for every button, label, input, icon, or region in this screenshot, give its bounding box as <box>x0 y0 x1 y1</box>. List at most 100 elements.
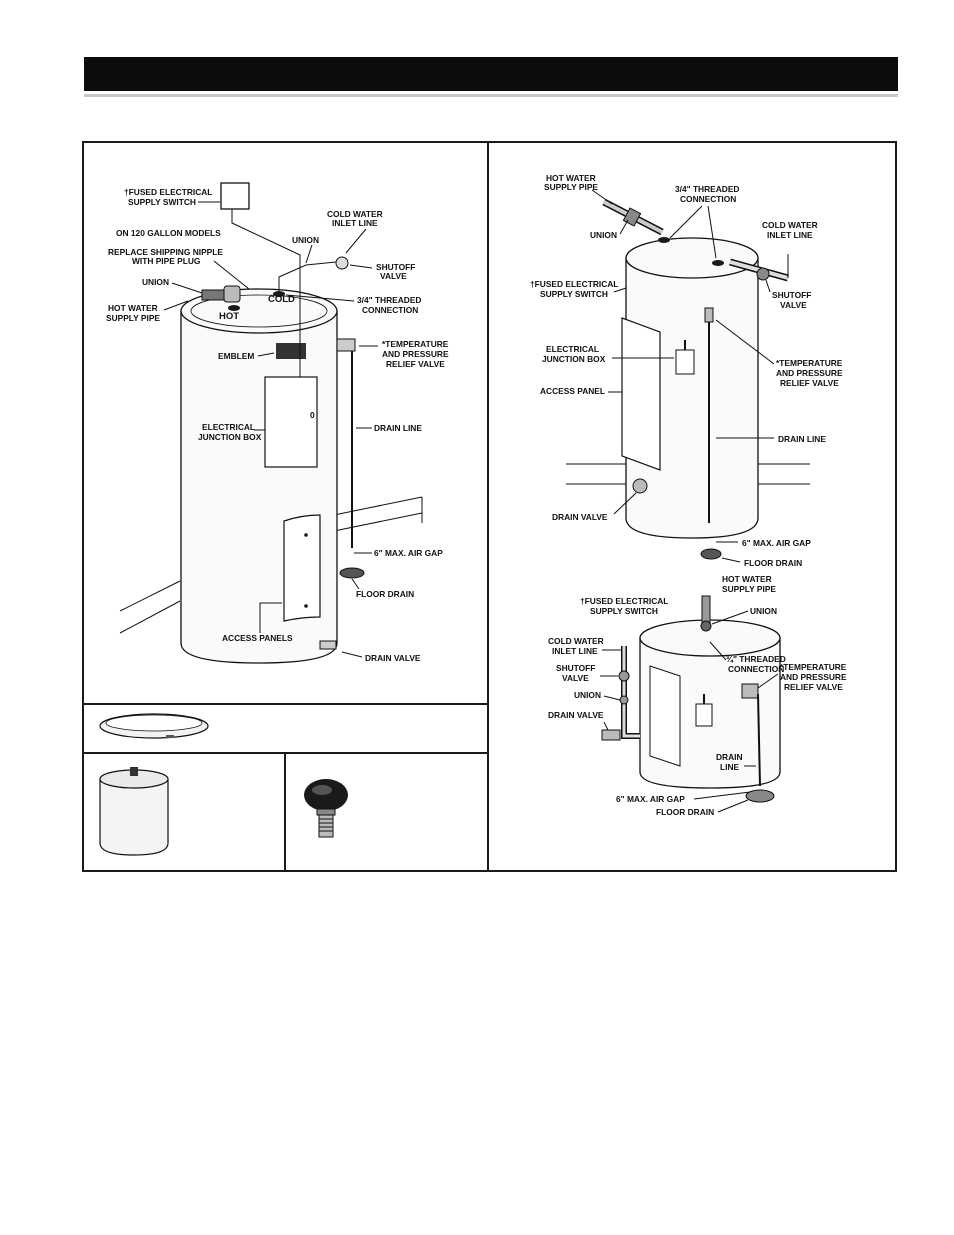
callout-label: SUPPLY PIPE <box>106 313 160 323</box>
left-junction-box <box>264 376 318 468</box>
callout-label: RELIEF VALVE <box>784 682 843 692</box>
callout-label: SUPPLY SWITCH <box>128 197 196 207</box>
figure-frame <box>82 141 897 872</box>
callout-label: VALVE <box>562 673 589 683</box>
callout-label: COLD <box>268 294 295 305</box>
left-tp-valve <box>336 338 356 352</box>
right-top-access-panel <box>621 317 661 471</box>
callout-label: †FUSED ELECTRICAL <box>580 596 668 606</box>
callout-label: AND PRESSURE <box>780 672 847 682</box>
callout-label: 6" MAX. AIR GAP <box>742 538 811 548</box>
callout-label: CONNECTION <box>680 194 736 204</box>
callout-label: FLOOR DRAIN <box>656 807 714 817</box>
callout-label: DRAIN VALVE <box>548 710 604 720</box>
callout-label: UNION <box>590 230 617 240</box>
frame-divider-accessory-top <box>82 703 488 705</box>
callout-label: CONNECTION <box>728 664 784 674</box>
callout-label: SUPPLY SWITCH <box>540 289 608 299</box>
callout-label: ACCESS PANELS <box>222 633 293 643</box>
callout-label: HOT WATER <box>546 173 596 183</box>
drain-pan-accessory <box>99 713 209 739</box>
callout-label: INLET LINE <box>332 218 378 228</box>
right-top-floor-drain <box>700 548 722 560</box>
callout-label: UNION <box>142 277 169 287</box>
callout-label: HOT <box>219 311 239 322</box>
callout-label: UNION <box>574 690 601 700</box>
callout-label: SHUTOFF <box>772 290 811 300</box>
left-drain-valve <box>319 640 337 650</box>
callout-label: DRAIN VALVE <box>552 512 608 522</box>
callout-label: SHUTOFF <box>556 663 595 673</box>
left-fused-switch <box>220 182 250 210</box>
callout-label: AND PRESSURE <box>382 349 449 359</box>
callout-label: VALVE <box>380 271 407 281</box>
callout-label: *TEMPERATURE <box>780 662 847 672</box>
callout-label: UNION <box>750 606 777 616</box>
callout-label: SUPPLY PIPE <box>544 182 598 192</box>
callout-label: UNION <box>292 235 319 245</box>
right-top-drain-valve <box>632 478 648 494</box>
right-bottom-drain-line <box>757 693 761 787</box>
right-top-tank-top <box>625 237 759 279</box>
left-water-heater-diagram: 0 †FUSED ELECTRICAL SUPPLY SWITCH ON 120… <box>106 182 449 664</box>
left-floor-drain <box>339 567 365 579</box>
callout-label: EMBLEM <box>218 351 254 361</box>
callout-label: FLOOR DRAIN <box>356 589 414 599</box>
callout-label: FLOOR DRAIN <box>744 558 802 568</box>
left-access-panels <box>283 514 321 622</box>
callout-label: JUNCTION BOX <box>198 432 262 442</box>
callout-label: RELIEF VALVE <box>780 378 839 388</box>
header-rule <box>84 94 898 97</box>
callout-label: ACCESS PANEL <box>540 386 605 396</box>
callout-label: JUNCTION BOX <box>542 354 606 364</box>
callout-label: 6" MAX. AIR GAP <box>616 794 685 804</box>
callout-label: DRAIN LINE <box>778 434 826 444</box>
callout-label: †FUSED ELECTRICAL <box>530 279 618 289</box>
callout-label: SUPPLY SWITCH <box>590 606 658 616</box>
vacuum-relief-valve-accessory <box>304 779 348 838</box>
callout-label: WITH PIPE PLUG <box>132 256 200 266</box>
right-bottom-floor-drain <box>745 789 775 803</box>
callout-label: 3/4" THREADED <box>357 295 421 305</box>
callout-label: COLD WATER <box>548 636 604 646</box>
callout-label: DRAIN LINE <box>374 423 422 433</box>
callout-label: LINE <box>720 762 739 772</box>
right-top-tp-valve <box>704 307 714 323</box>
expansion-tank-accessory <box>99 767 169 856</box>
frame-divider-vertical <box>487 141 489 872</box>
callout-label: *TEMPERATURE <box>382 339 449 349</box>
callout-label: REPLACE SHIPPING NIPPLE <box>108 247 223 257</box>
callout-label: AND PRESSURE <box>776 368 843 378</box>
callout-label: *TEMPERATURE <box>776 358 843 368</box>
frame-divider-accessory-vertical <box>284 753 286 871</box>
right-bottom-access-panel <box>649 665 681 767</box>
callout-label: 3/4" THREADED <box>675 184 739 194</box>
callout-label: ELECTRICAL <box>202 422 255 432</box>
right-top-water-heater-diagram: HOT WATER SUPPLY PIPE 3/4" THREADED CONN… <box>530 173 843 568</box>
callout-label: DRAIN <box>716 752 743 762</box>
callout-label: INLET LINE <box>552 646 598 656</box>
callout-label: ELECTRICAL <box>546 344 599 354</box>
callout-label: SUPPLY PIPE <box>722 584 776 594</box>
callout-label: DRAIN VALVE <box>365 653 421 663</box>
callout-label: VALVE <box>780 300 807 310</box>
callout-label: HOT WATER <box>108 303 158 313</box>
callout-label: †FUSED ELECTRICAL <box>124 187 212 197</box>
callout-label: COLD WATER <box>327 209 383 219</box>
left-shutoff-valve <box>335 256 349 270</box>
callout-label: ON 120 GALLON MODELS <box>116 228 221 238</box>
right-bottom-drain-valve <box>601 729 621 741</box>
callout-label: SHUTOFF <box>376 262 415 272</box>
right-top-junction-box <box>675 349 695 375</box>
right-bottom-tp-valve <box>741 683 759 699</box>
junction-box-mark: 0 <box>310 410 315 420</box>
callout-label: HOT WATER <box>722 574 772 584</box>
callout-label: 6" MAX. AIR GAP <box>374 548 443 558</box>
callout-label: RELIEF VALVE <box>386 359 445 369</box>
callout-label: INLET LINE <box>767 230 813 240</box>
right-bottom-water-heater-diagram: †FUSED ELECTRICAL SUPPLY SWITCH HOT WATE… <box>548 574 847 817</box>
callout-label: CONNECTION <box>362 305 418 315</box>
callout-label: ¾" THREADED <box>726 654 786 664</box>
callout-label: COLD WATER <box>762 220 818 230</box>
section-header-bar <box>84 57 898 91</box>
